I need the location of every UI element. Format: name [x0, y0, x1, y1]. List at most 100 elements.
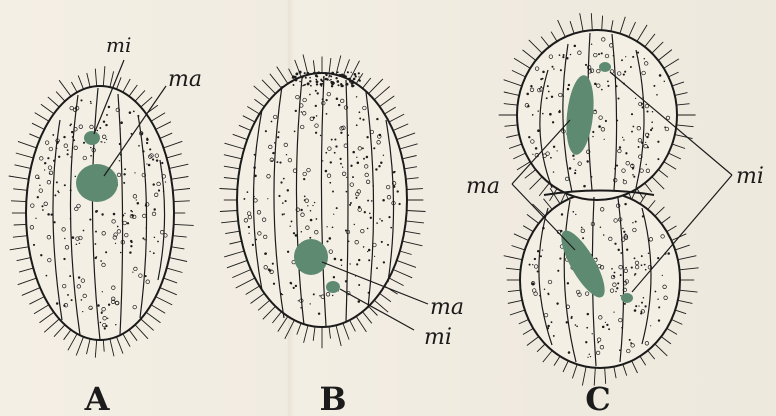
cilium: [350, 61, 360, 80]
cilium: [672, 144, 685, 148]
granule: [376, 267, 378, 269]
cilium: [329, 58, 331, 73]
granule: [546, 97, 548, 99]
cilium: [669, 72, 679, 77]
granule: [534, 258, 536, 260]
granule: [127, 222, 129, 224]
granule: [267, 198, 268, 199]
apex-stipple-dot: [316, 80, 319, 83]
granule: [528, 136, 530, 138]
granule: [64, 238, 65, 239]
granule: [548, 294, 550, 296]
cilium: [243, 116, 255, 122]
granule: [553, 68, 555, 70]
granule: [120, 154, 122, 156]
granule: [630, 66, 632, 68]
granule: [378, 165, 380, 167]
granule: [374, 256, 375, 257]
cilium: [513, 153, 525, 159]
granule: [607, 85, 609, 87]
granule: [553, 335, 555, 337]
granule: [368, 259, 370, 261]
cilium: [129, 85, 137, 96]
cell-a: mi ma: [9, 33, 202, 358]
granule: [553, 146, 555, 148]
granule: [635, 221, 637, 223]
granule: [664, 126, 666, 128]
cilium: [35, 113, 49, 122]
granule: [315, 105, 317, 107]
cilium: [678, 300, 693, 303]
granule: [397, 190, 399, 192]
granule: [130, 245, 132, 247]
cilium: [174, 201, 190, 202]
granule: [290, 282, 292, 284]
granule: [37, 196, 39, 198]
granule: [134, 172, 135, 173]
granule: [648, 253, 650, 255]
cilium: [544, 199, 553, 210]
cilium: [22, 288, 40, 296]
granule: [585, 341, 587, 343]
granule: [56, 148, 57, 149]
granule: [163, 191, 164, 192]
cilium: [356, 316, 366, 332]
granule: [156, 159, 158, 161]
granule: [549, 113, 552, 116]
cilium: [504, 104, 518, 106]
cilium: [123, 79, 130, 92]
apex-stipple-dot: [330, 75, 332, 77]
granule: [617, 282, 619, 284]
cilium: [504, 256, 523, 260]
cilium: [514, 234, 529, 241]
granule: [617, 97, 619, 99]
granule: [566, 321, 568, 323]
granule: [367, 251, 368, 252]
granule: [137, 202, 140, 205]
apex-stipple-dot: [354, 73, 357, 76]
granule: [650, 129, 652, 131]
cilium: [56, 92, 65, 102]
granule: [105, 124, 107, 126]
cilium: [385, 107, 396, 114]
granule: [544, 289, 546, 291]
cilium: [48, 97, 59, 107]
granule: [70, 189, 72, 191]
cilium: [34, 305, 49, 314]
granule: [165, 181, 166, 182]
granule: [589, 354, 590, 355]
cilium: [117, 337, 124, 354]
apex-stipple-dot: [347, 71, 349, 73]
granule: [272, 152, 274, 154]
cilium: [103, 66, 105, 86]
apex-stipple-dot: [358, 76, 359, 77]
granule: [646, 110, 648, 112]
granule: [376, 118, 378, 120]
granule: [550, 157, 552, 159]
cilium: [95, 69, 96, 87]
granule: [286, 154, 287, 155]
granule: [540, 78, 542, 80]
granule: [601, 52, 603, 54]
granule: [66, 153, 68, 155]
cilium: [164, 141, 183, 148]
cilium: [537, 344, 545, 352]
cilium: [525, 170, 536, 179]
granule: [587, 313, 589, 315]
apex-stipple-dot: [304, 84, 306, 86]
granule: [635, 98, 636, 99]
cilium: [156, 297, 173, 305]
granule: [47, 157, 49, 159]
cilium: [313, 327, 315, 341]
granule: [335, 145, 337, 147]
granule: [122, 220, 123, 221]
granule: [557, 270, 559, 272]
granule: [49, 173, 50, 174]
granule: [583, 185, 586, 188]
granule: [336, 207, 338, 209]
cilium: [232, 270, 251, 278]
cilium: [174, 224, 194, 225]
granule: [255, 239, 257, 241]
granule: [362, 119, 364, 121]
granule: [615, 85, 617, 87]
